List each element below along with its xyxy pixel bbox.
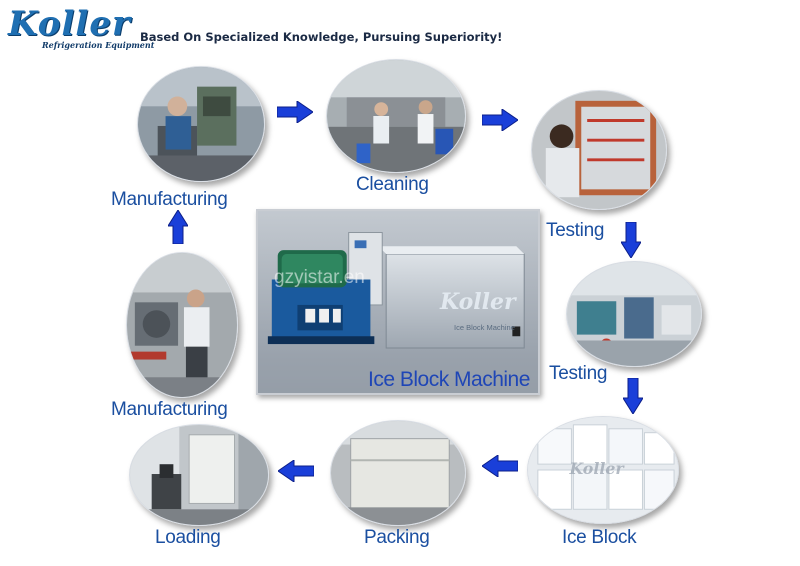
arrow-down-icon: [623, 378, 643, 414]
ice-block-machine-panel: gzyistar.en Koller Ice Block Machine Ice…: [256, 209, 540, 395]
step-label-manufacturing-2: Manufacturing: [111, 399, 228, 420]
arrow-left-icon: [482, 455, 518, 477]
arrow-left-icon: [278, 460, 314, 482]
slogan: Based On Specialized Knowledge, Pursuing…: [140, 30, 503, 44]
step-label-cleaning: Cleaning: [356, 174, 429, 195]
step-label-testing-2: Testing: [549, 363, 608, 384]
step-label-testing-1: Testing: [546, 220, 605, 241]
arrow-right-icon: [277, 101, 313, 123]
loading-photo: [129, 424, 269, 526]
testing-photo-1: [531, 90, 667, 210]
brand-wordmark: Koller: [8, 4, 131, 44]
step-label-packing: Packing: [364, 527, 430, 548]
step-label-ice-block: Ice Block: [562, 527, 637, 548]
machine-logo: Koller: [440, 289, 516, 315]
machine-nameplate: Ice Block Machine: [454, 323, 515, 332]
manufacturing-photo-2: [126, 252, 238, 398]
packing-photo: [330, 420, 466, 526]
manufacturing-photo-1: [137, 66, 265, 182]
ice-block-photo: Koller: [527, 416, 679, 524]
brand-logo: Koller Refrigeration Equipment: [8, 4, 154, 52]
arrow-up-icon: [168, 210, 188, 244]
brand-subtitle: Refrigeration Equipment: [42, 40, 155, 50]
testing-photo-2: [566, 261, 702, 367]
center-caption: Ice Block Machine: [368, 368, 530, 391]
watermark-text: gzyistar.en: [274, 267, 365, 288]
arrow-right-icon: [482, 109, 518, 131]
arrow-down-icon: [621, 222, 641, 258]
photo-watermark-logo: Koller: [568, 459, 625, 478]
step-label-manufacturing-1: Manufacturing: [111, 189, 228, 210]
cleaning-photo: [326, 59, 466, 173]
step-label-loading: Loading: [155, 527, 221, 548]
